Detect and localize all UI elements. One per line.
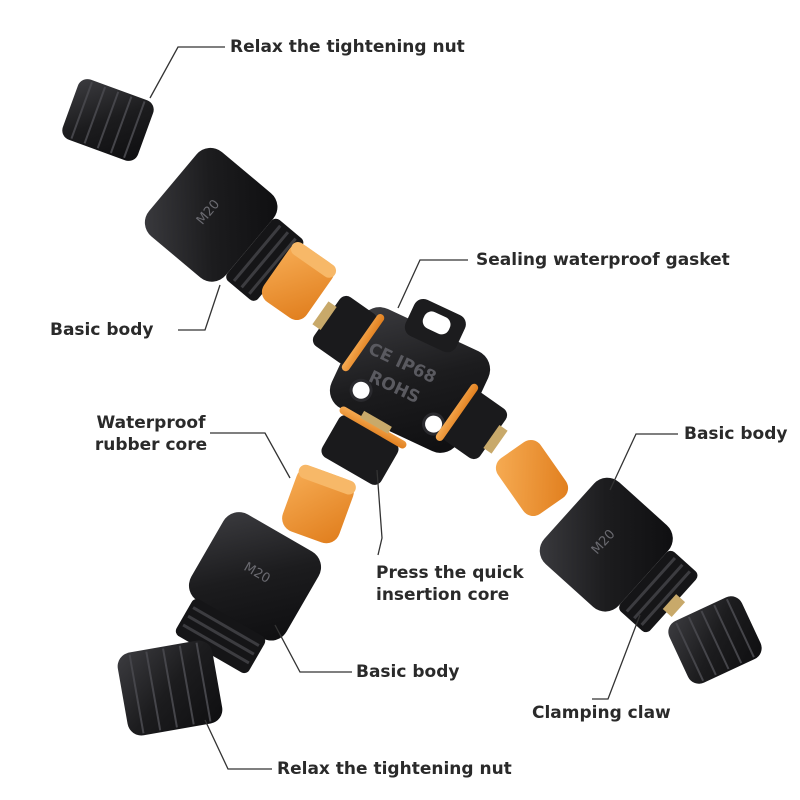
leader-nut-top	[149, 46, 225, 99]
leader-body-bottom	[274, 624, 352, 673]
label-top-basic-body: Basic body	[50, 320, 154, 340]
leader-body-top	[178, 284, 221, 331]
label-rubber-core-line1: Waterproof	[96, 413, 206, 433]
right-tightening-nut	[668, 596, 762, 684]
bottom-rubber-core	[282, 464, 356, 544]
leader-nut-bottom	[204, 719, 272, 770]
label-insertion-core: Press the quick insertion core	[376, 562, 524, 606]
bottom-tightening-nut	[117, 640, 223, 736]
leader-gasket	[397, 259, 468, 309]
bottom-basic-body: M20	[175, 512, 322, 674]
label-right-basic-body: Basic body	[684, 424, 788, 444]
leader-rubber-core	[210, 432, 291, 479]
right-rubber-core	[495, 439, 569, 517]
leader-claw	[592, 614, 641, 700]
label-insertion-line2: insertion core	[376, 585, 510, 605]
top-rubber-core	[261, 241, 337, 321]
top-tightening-nut	[62, 79, 154, 161]
label-top-tightening-nut: Relax the tightening nut	[230, 37, 465, 57]
leader-body-right	[609, 433, 678, 491]
label-clamping-claw: Clamping claw	[532, 703, 671, 723]
center-hub: CE IP68 ROHS	[312, 295, 508, 485]
label-bottom-tightening-nut: Relax the tightening nut	[277, 759, 512, 779]
label-sealing-gasket: Sealing waterproof gasket	[476, 250, 730, 270]
label-insertion-line1: Press the quick	[376, 563, 524, 583]
right-basic-body: M20	[539, 477, 698, 633]
label-bottom-basic-body: Basic body	[356, 662, 460, 682]
label-rubber-core: Waterproof rubber core	[92, 412, 210, 456]
leader-insertion	[376, 469, 383, 556]
label-rubber-core-line2: rubber core	[94, 435, 208, 455]
